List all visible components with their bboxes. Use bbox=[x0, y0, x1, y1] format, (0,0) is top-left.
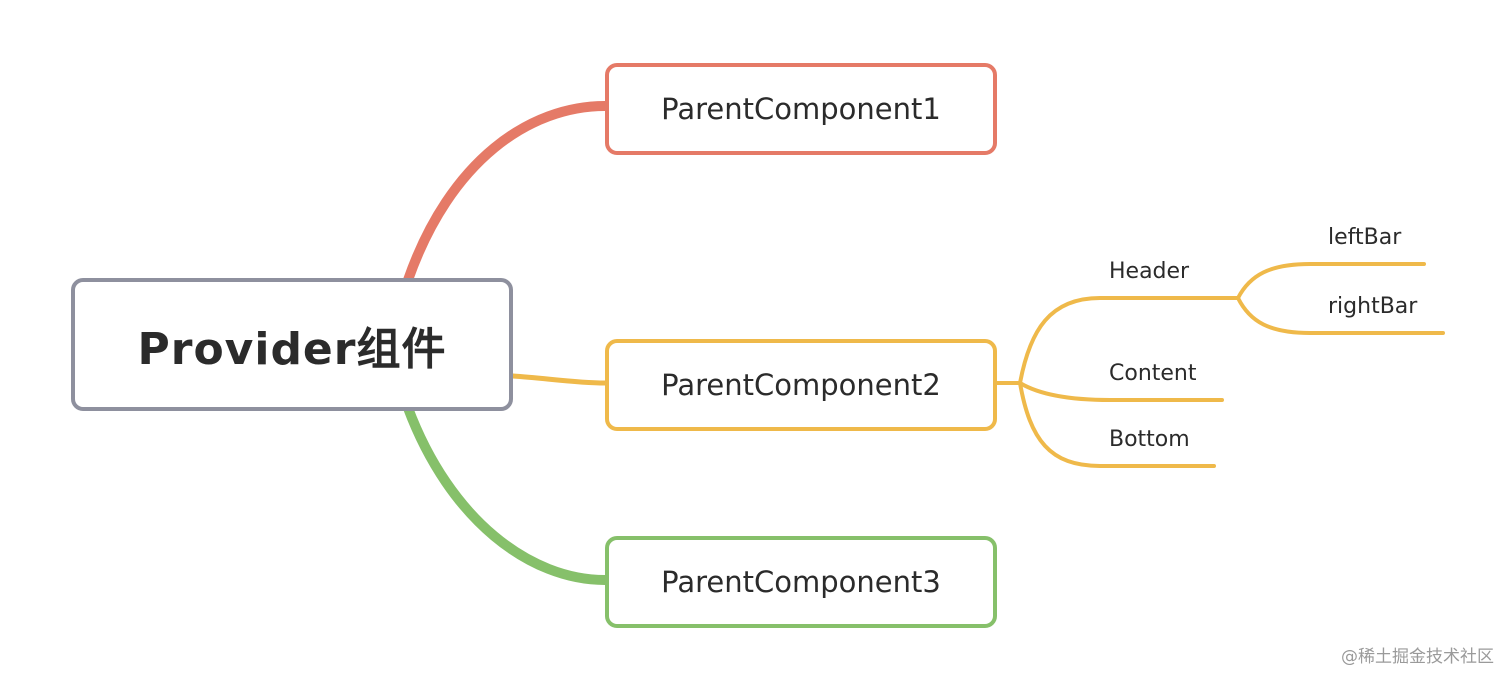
parent-component-3-node[interactable]: ParentComponent3 bbox=[605, 536, 997, 628]
connector-root-parent3 bbox=[403, 403, 610, 585]
root-node[interactable]: Provider组件 bbox=[71, 278, 513, 411]
content-node[interactable]: Content bbox=[1109, 361, 1197, 386]
connector-parent2-content bbox=[1018, 381, 1224, 402]
connector-parent2-bottom bbox=[1018, 381, 1216, 468]
parent-component-3-label: ParentComponent3 bbox=[661, 565, 941, 599]
parent-component-2-label: ParentComponent2 bbox=[661, 368, 941, 402]
connector-root-parent1 bbox=[403, 101, 610, 285]
leftbar-node[interactable]: leftBar bbox=[1328, 225, 1402, 250]
connector-header-leftbar bbox=[1236, 262, 1426, 300]
parent-component-1-node[interactable]: ParentComponent1 bbox=[605, 63, 997, 155]
parent-component-1-label: ParentComponent1 bbox=[661, 92, 941, 126]
rightbar-node[interactable]: rightBar bbox=[1328, 294, 1418, 319]
root-node-label: Provider组件 bbox=[137, 323, 447, 375]
connector-parent2-header bbox=[1018, 296, 1240, 385]
connector-header-rightbar bbox=[1236, 296, 1445, 335]
connector-root-parent2 bbox=[510, 373, 608, 386]
header-node[interactable]: Header bbox=[1109, 259, 1190, 284]
watermark: @稀土掘金技术社区 bbox=[1341, 647, 1494, 667]
parent-component-2-node[interactable]: ParentComponent2 bbox=[605, 339, 997, 431]
bottom-node[interactable]: Bottom bbox=[1109, 427, 1190, 452]
